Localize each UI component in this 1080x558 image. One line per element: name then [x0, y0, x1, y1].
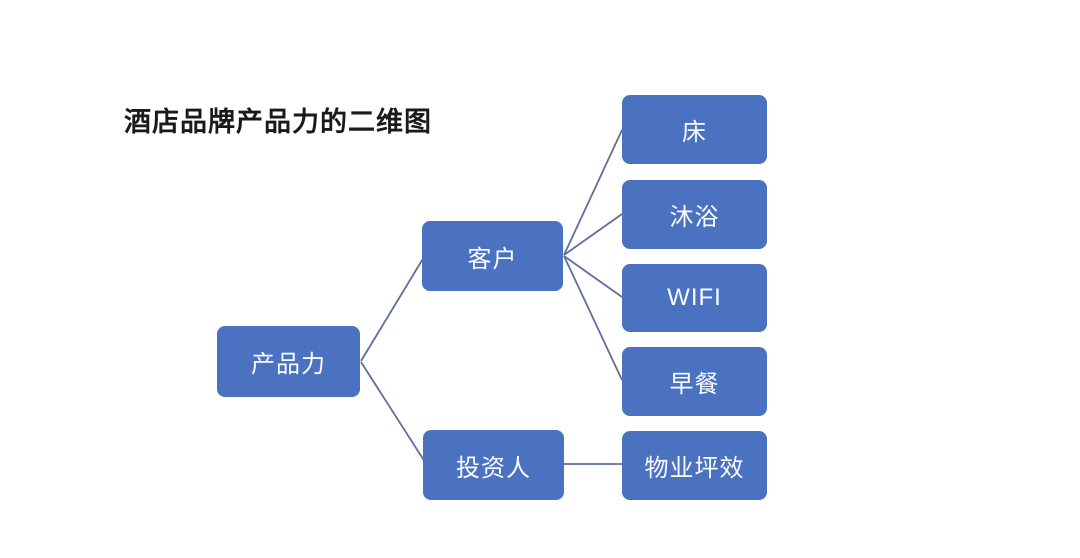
node-label: WIFI	[667, 284, 722, 311]
node-product-power: 产品力	[217, 326, 360, 397]
connector-kehu-muyu	[563, 213, 623, 256]
node-property-efficiency: 物业坪效	[622, 431, 767, 500]
connector-root-touziren	[360, 361, 426, 463]
node-wifi: WIFI	[622, 264, 767, 332]
node-bed: 床	[622, 95, 767, 164]
node-label: 产品力	[251, 351, 326, 378]
node-investor: 投资人	[423, 430, 564, 500]
node-breakfast: 早餐	[622, 347, 767, 416]
connector-kehu-chuang	[563, 129, 623, 256]
node-label: 早餐	[669, 371, 720, 398]
node-label: 沐浴	[669, 204, 720, 231]
node-label: 客户	[467, 245, 518, 273]
node-label: 投资人	[456, 454, 531, 482]
node-bath: 沐浴	[622, 180, 767, 249]
connector-kehu-zaocan	[563, 255, 623, 381]
node-label: 床	[682, 119, 707, 146]
connector-root-kehu	[360, 256, 425, 362]
connector-kehu-wifi	[563, 255, 623, 298]
node-label: 物业坪效	[644, 455, 745, 482]
diagram-title: 酒店品牌产品力的二维图	[124, 107, 432, 137]
node-customer: 客户	[422, 221, 563, 291]
